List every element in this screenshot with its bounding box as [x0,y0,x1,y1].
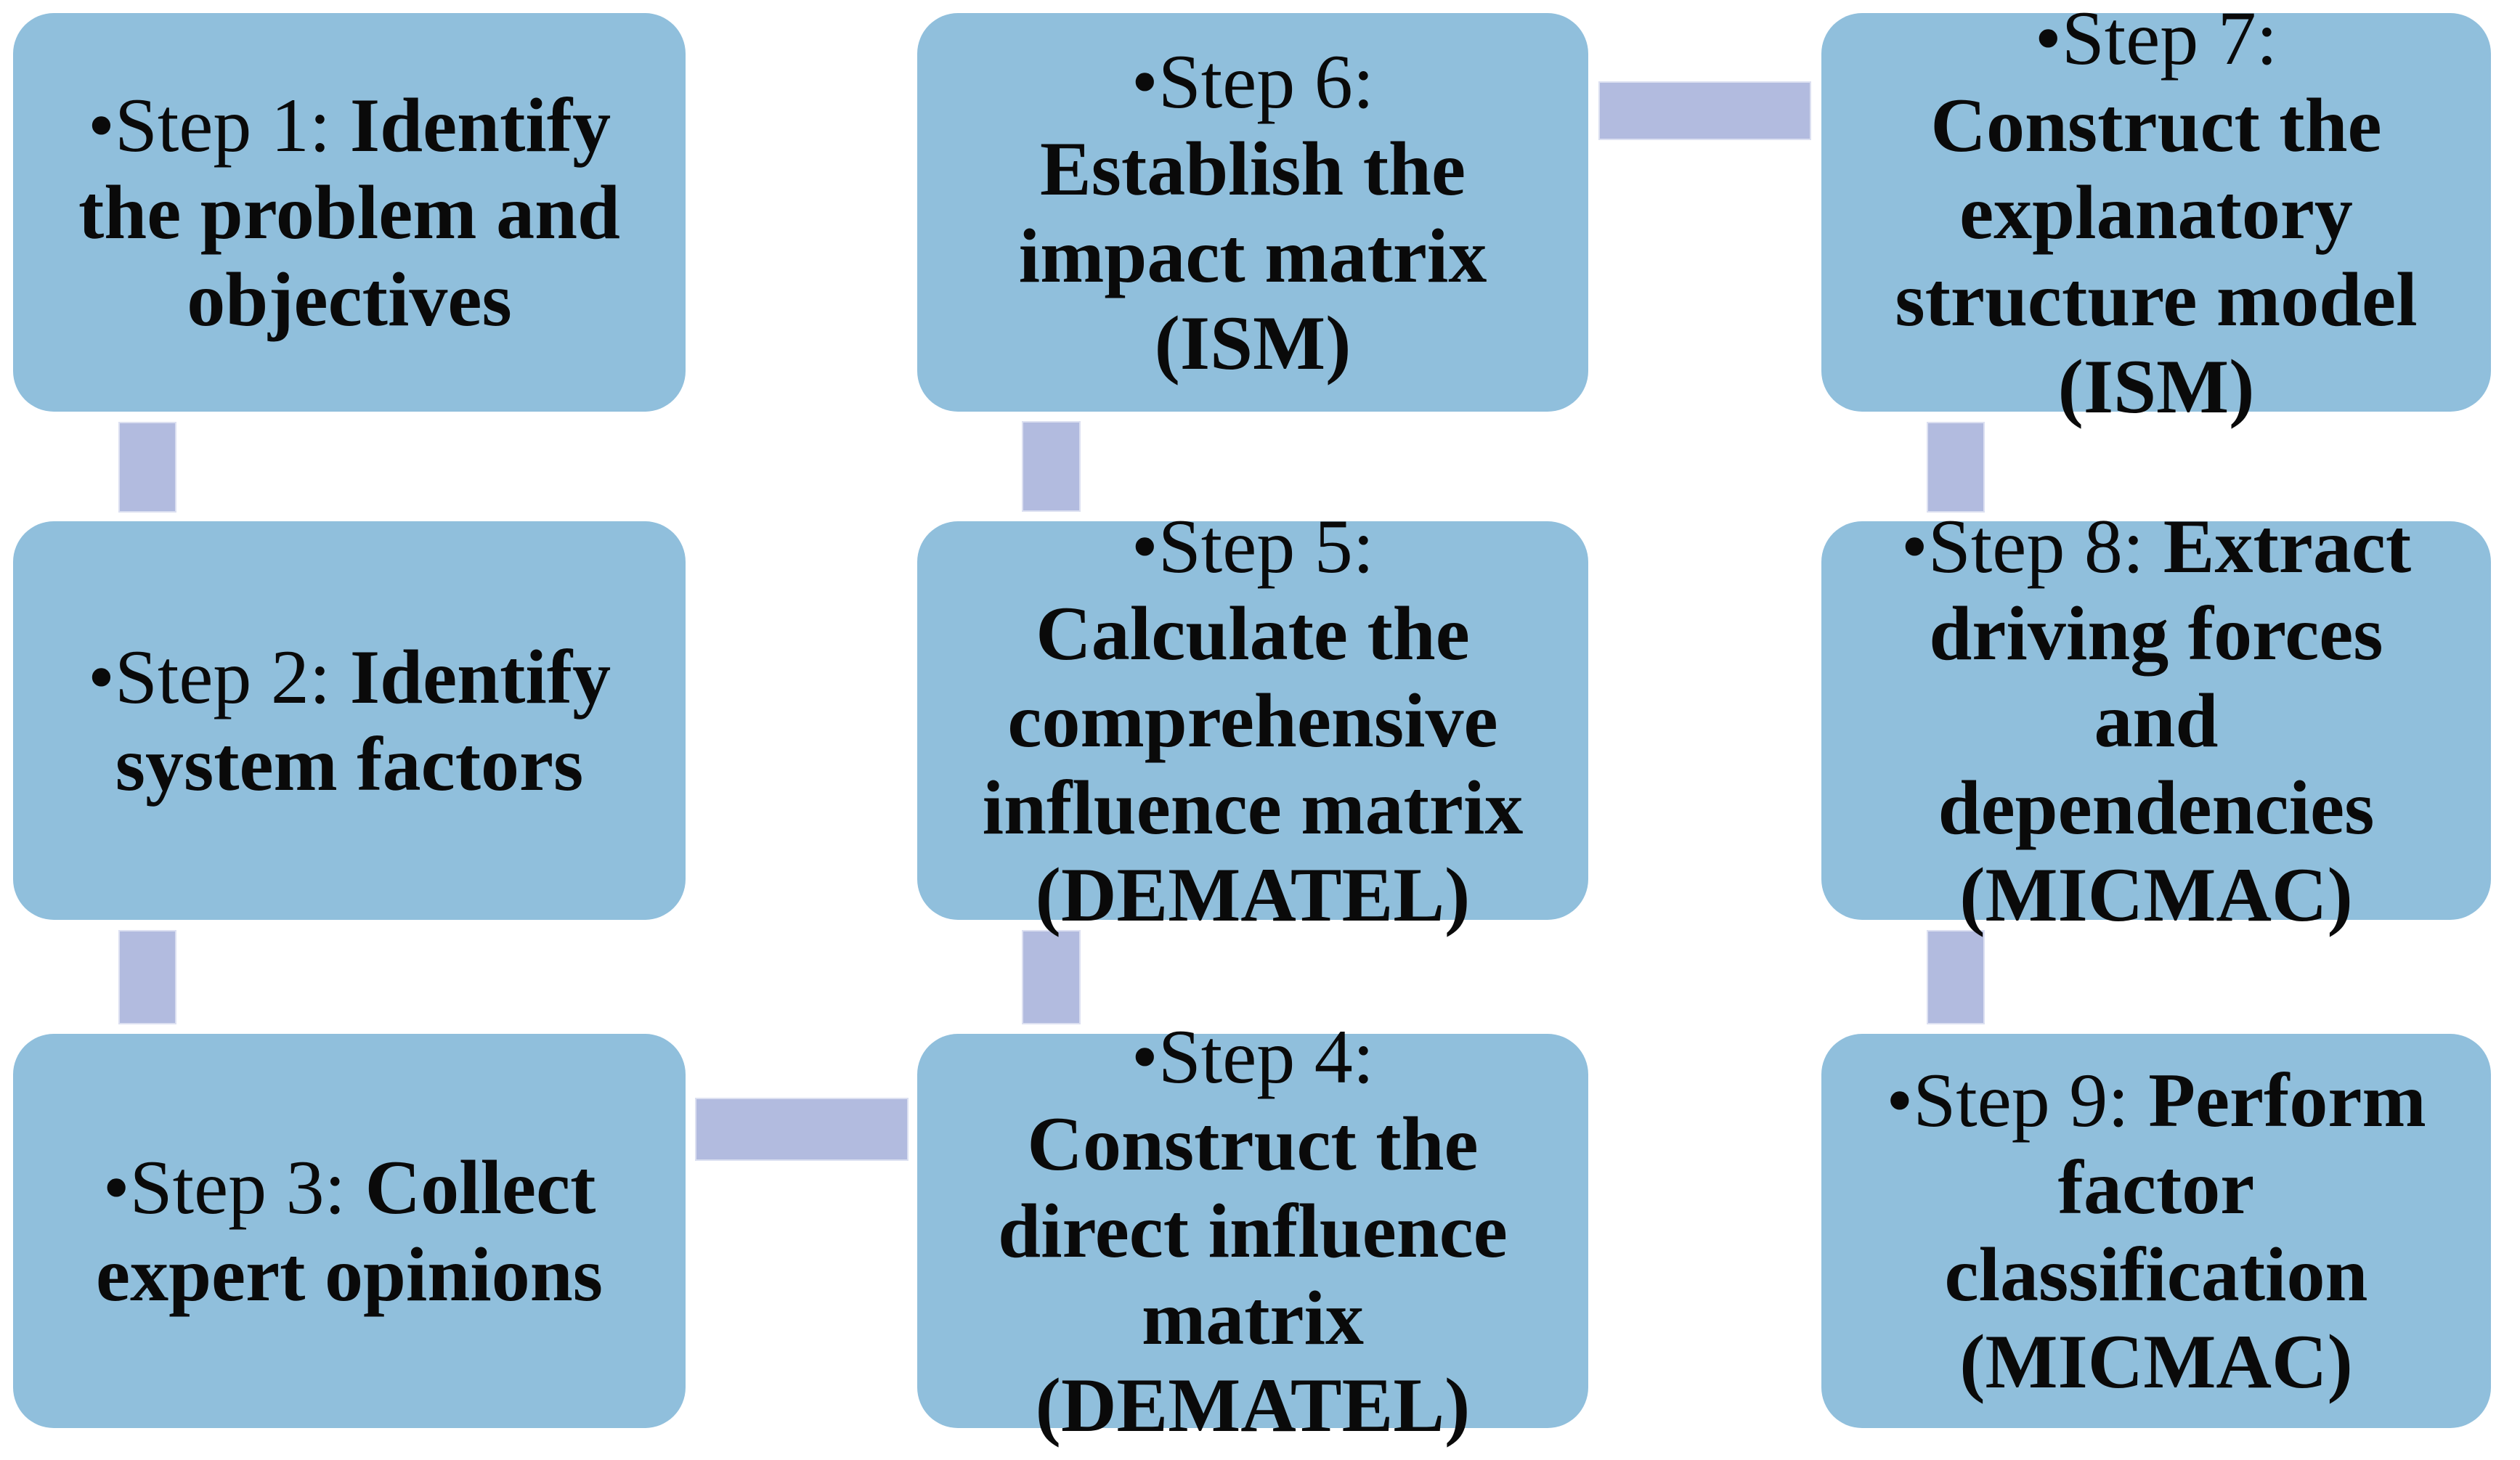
step-9-box-line-4: (MICMAC) [1959,1318,2353,1406]
step-label-title: driving forces [1929,590,2383,676]
step-8-box-line-4: dependencies [1938,764,2375,852]
connector-step1-step2 [118,422,176,513]
connector-step3-step4 [695,1098,909,1161]
step-6-box-line-1: •Step 6: [1131,38,1375,126]
step-label-prefix: •Step 7: [2034,0,2278,81]
step-label-title: (DEMATEL) [1035,1362,1471,1448]
step-1-box-line-2: the problem and [78,169,620,256]
step-label-prefix: •Step 2: [87,634,350,719]
step-8-box-line-3: and [2094,677,2219,764]
step-label-prefix: •Step 9: [1886,1057,2149,1143]
step-5-box-line-2: Calculate the [1036,590,1470,677]
step-9-box-line-2: factor [2058,1144,2255,1231]
step-label-title: Identify [349,82,611,168]
connector-step7-step8 [1927,422,1985,513]
step-label-title: system factors [115,721,584,807]
step-label-title: Extract [2163,503,2412,589]
step-label-prefix: •Step 4: [1131,1014,1375,1099]
step-label-title: factor [2057,1144,2255,1230]
step-4-box-line-3: direct influence [998,1188,1508,1275]
step-7-box-line-1: •Step 7: [2035,0,2278,82]
connector-step4-step5 [1022,930,1081,1024]
step-label-title: (ISM) [2057,343,2255,429]
step-label-title: Perform [2148,1057,2426,1143]
step-label-title: Identify [349,634,611,719]
step-label-title: structure model [1895,256,2418,342]
step-label-title: Construct the [1027,1101,1479,1186]
step-label-title: impact matrix [1018,213,1487,298]
step-7-box-line-3: explanatory [1959,169,2353,256]
step-2-box-line-1: •Step 2: Identify [88,634,611,721]
step-8-box-line-2: driving forces [1929,590,2383,677]
step-5-box-line-3: comprehensive [1007,677,1497,764]
step-label-title: Establish the [1039,126,1466,211]
step-label-title: matrix [1141,1275,1365,1361]
step-7-box-line-2: Construct the [1930,82,2381,169]
step-6-box-line-4: (ISM) [1155,300,1352,387]
step-7-box-line-5: (ISM) [2058,343,2255,431]
step-5-box-line-4: influence matrix [983,764,1524,852]
step-9-box-line-1: •Step 9: Perform [1886,1057,2426,1144]
step-label-title: expert opinions [96,1231,603,1317]
step-label-title: Construct the [1930,82,2382,168]
step-label-title: comprehensive [1007,677,1498,763]
step-label-prefix: •Step 3: [102,1144,365,1230]
step-4-box-line-5: (DEMATEL) [1036,1362,1471,1449]
step-1-box-line-3: objectives [187,256,511,343]
step-label-title: dependencies [1938,764,2375,850]
step-label-title: influence matrix [982,764,1524,850]
connector-step6-step7 [1598,81,1811,140]
step-8-box-line-1: •Step 8: Extract [1901,503,2411,590]
step-2-box-line-2: system factors [115,721,584,808]
step-1-box-line-1: •Step 1: Identify [88,82,611,169]
step-label-title: Calculate the [1036,590,1470,676]
step-label-title: and [2094,677,2219,763]
step-label-title: (MICMAC) [1959,1318,2353,1404]
step-6-box-line-2: Establish the [1040,126,1466,213]
step-label-prefix: •Step 8: [1901,503,2163,589]
step-label-title: explanatory [1959,169,2353,255]
step-label-title: the problem and [78,169,621,255]
step-4-box-line-1: •Step 4: [1131,1014,1375,1101]
step-label-title: direct influence [998,1188,1508,1273]
step-label-title: (MICMAC) [1959,852,2353,937]
step-3-box-line-2: expert opinions [96,1231,603,1318]
step-5-box-line-5: (DEMATEL) [1036,852,1471,939]
step-6-box-line-3: impact matrix [1019,213,1487,300]
connector-step2-step3 [118,930,176,1024]
step-label-title: objectives [187,256,512,342]
step-3-box-line-1: •Step 3: Collect [103,1144,596,1231]
step-4-box-line-4: matrix [1142,1275,1364,1362]
step-7-box-line-4: structure model [1895,256,2417,343]
step-4-box-line-2: Construct the [1027,1101,1478,1188]
step-9-box-line-3: classification [1945,1231,2368,1318]
step-label-prefix: •Step 5: [1131,503,1375,589]
step-label-title: (ISM) [1154,300,1352,386]
connector-step5-step6 [1022,421,1081,512]
step-5-box-line-1: •Step 5: [1131,503,1375,590]
step-label-title: classification [1944,1231,2368,1317]
step-8-box-line-5: (MICMAC) [1959,852,2353,939]
step-label-title: Collect [365,1144,596,1230]
step-label-prefix: •Step 1: [87,82,350,168]
connector-step8-step9 [1927,930,1985,1024]
step-label-title: (DEMATEL) [1035,852,1471,937]
step-label-prefix: •Step 6: [1131,38,1375,124]
